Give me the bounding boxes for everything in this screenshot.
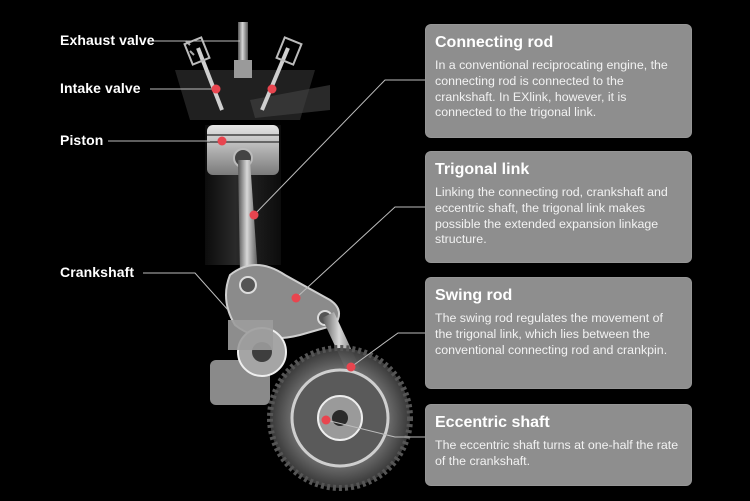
label-exhaust-valve: Exhaust valve (60, 32, 155, 48)
eccentric-gear-shape (267, 345, 413, 491)
spark-plug (238, 22, 248, 67)
card-body: The eccentric shaft turns at one-half th… (435, 438, 679, 468)
label-piston: Piston (60, 132, 104, 148)
card-swing-rod: Swing rod The swing rod regulates the mo… (425, 277, 692, 389)
card-title: Connecting rod (435, 34, 554, 51)
card-body: The swing rod regulates the movement of … (435, 311, 668, 357)
card-trigonal-link: Trigonal link Linking the connecting rod… (425, 151, 692, 263)
crankshaft-shape (210, 320, 287, 405)
label-crankshaft: Crankshaft (60, 264, 135, 280)
card-title: Eccentric shaft (435, 414, 550, 431)
card-body: Linking the connecting rod, crankshaft a… (435, 185, 668, 247)
label-intake-valve: Intake valve (60, 80, 141, 96)
card-title: Trigonal link (435, 161, 530, 178)
card-body: In a conventional reciprocating engine, … (435, 58, 668, 120)
card-eccentric-shaft: Eccentric shaft The eccentric shaft turn… (425, 404, 692, 486)
card-title: Swing rod (435, 287, 513, 304)
connecting-rod-shape (238, 160, 258, 275)
card-connecting-rod: Connecting rod In a conventional recipro… (425, 24, 692, 138)
